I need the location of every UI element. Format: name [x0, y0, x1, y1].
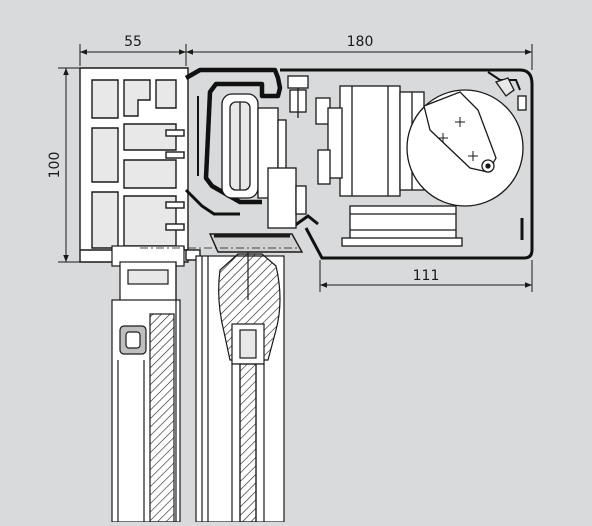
dimension-label-box-width: 111 [413, 268, 440, 284]
sliding-leaf-section [195, 252, 285, 523]
drive-motor [317, 77, 527, 247]
dimension-lines [58, 44, 533, 292]
track-profile [184, 67, 534, 260]
hanger-bolt [287, 75, 331, 125]
dimension-label-head-width: 180 [347, 34, 374, 50]
fixed-panel-section [111, 245, 185, 523]
dimension-label-frame-width: 55 [124, 34, 142, 50]
trolley-wheel [221, 93, 307, 229]
dimension-label-height: 100 [47, 152, 63, 179]
frame-profile [79, 67, 189, 263]
door-carrier [185, 233, 304, 261]
